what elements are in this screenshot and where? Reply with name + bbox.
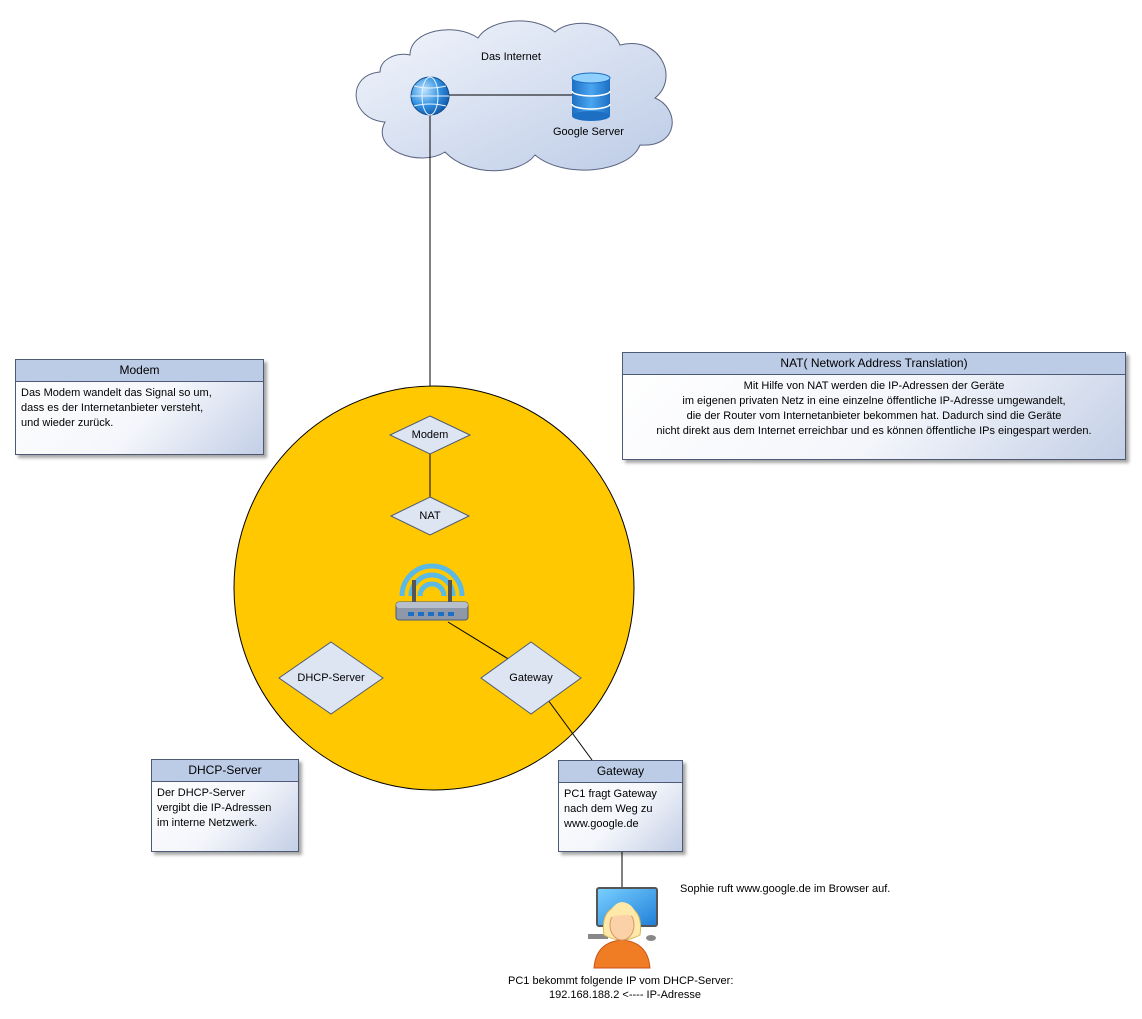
user-caption: Sophie ruft www.google.de im Browser auf… — [680, 883, 891, 895]
link-gateway-note — [547, 699, 593, 761]
nat-note-title: NAT( Network Address Translation) — [623, 353, 1125, 375]
dhcp-server-node[interactable] — [278, 641, 384, 715]
link-router-gateway — [447, 621, 511, 661]
gateway-note-text: PC1 fragt Gateway nach dem Weg zu www.go… — [564, 788, 657, 830]
modem-note-text: Das Modem wandelt das Signal so um, dass… — [21, 387, 212, 429]
modem-node-label: Modem — [411, 429, 449, 441]
gateway-note: Gateway PC1 fragt Gateway nach dem Weg z… — [558, 760, 683, 852]
google-server-label: Google Server — [553, 126, 624, 138]
dhcp-server-note-text: Der DHCP-Server vergibt die IP-Adressen … — [157, 787, 272, 829]
cloud-title: Das Internet — [481, 51, 541, 63]
nat-note: NAT( Network Address Translation) Mit Hi… — [622, 352, 1126, 460]
dhcp-server-note: DHCP-Server Der DHCP-Server vergibt die … — [151, 759, 299, 852]
modem-note-title: Modem — [16, 360, 263, 382]
gateway-node-label: Gateway — [509, 672, 553, 684]
modem-node[interactable] — [388, 415, 472, 455]
ip-assignment-line2: 192.168.188.2 <---- IP-Adresse — [549, 989, 701, 1001]
dhcp-server-note-title: DHCP-Server — [152, 760, 298, 782]
modem-note: Modem Das Modem wandelt das Signal so um… — [15, 359, 264, 455]
dhcp-server-node-label: DHCP-Server — [297, 672, 365, 684]
nat-node[interactable] — [389, 496, 471, 536]
internet-cloud — [355, 20, 673, 172]
ip-assignment-line1: PC1 bekommt folgende IP vom DHCP-Server: — [508, 975, 734, 987]
nat-note-text: Mit Hilfe von NAT werden die IP-Adressen… — [656, 380, 1092, 437]
gateway-note-title: Gateway — [559, 761, 682, 783]
database-server-icon — [571, 72, 611, 121]
nat-node-label: NAT — [419, 510, 441, 522]
wifi-router-icon — [395, 563, 469, 621]
user-pc-icon — [588, 887, 658, 969]
globe-icon — [410, 76, 450, 116]
gateway-node[interactable] — [480, 641, 582, 715]
